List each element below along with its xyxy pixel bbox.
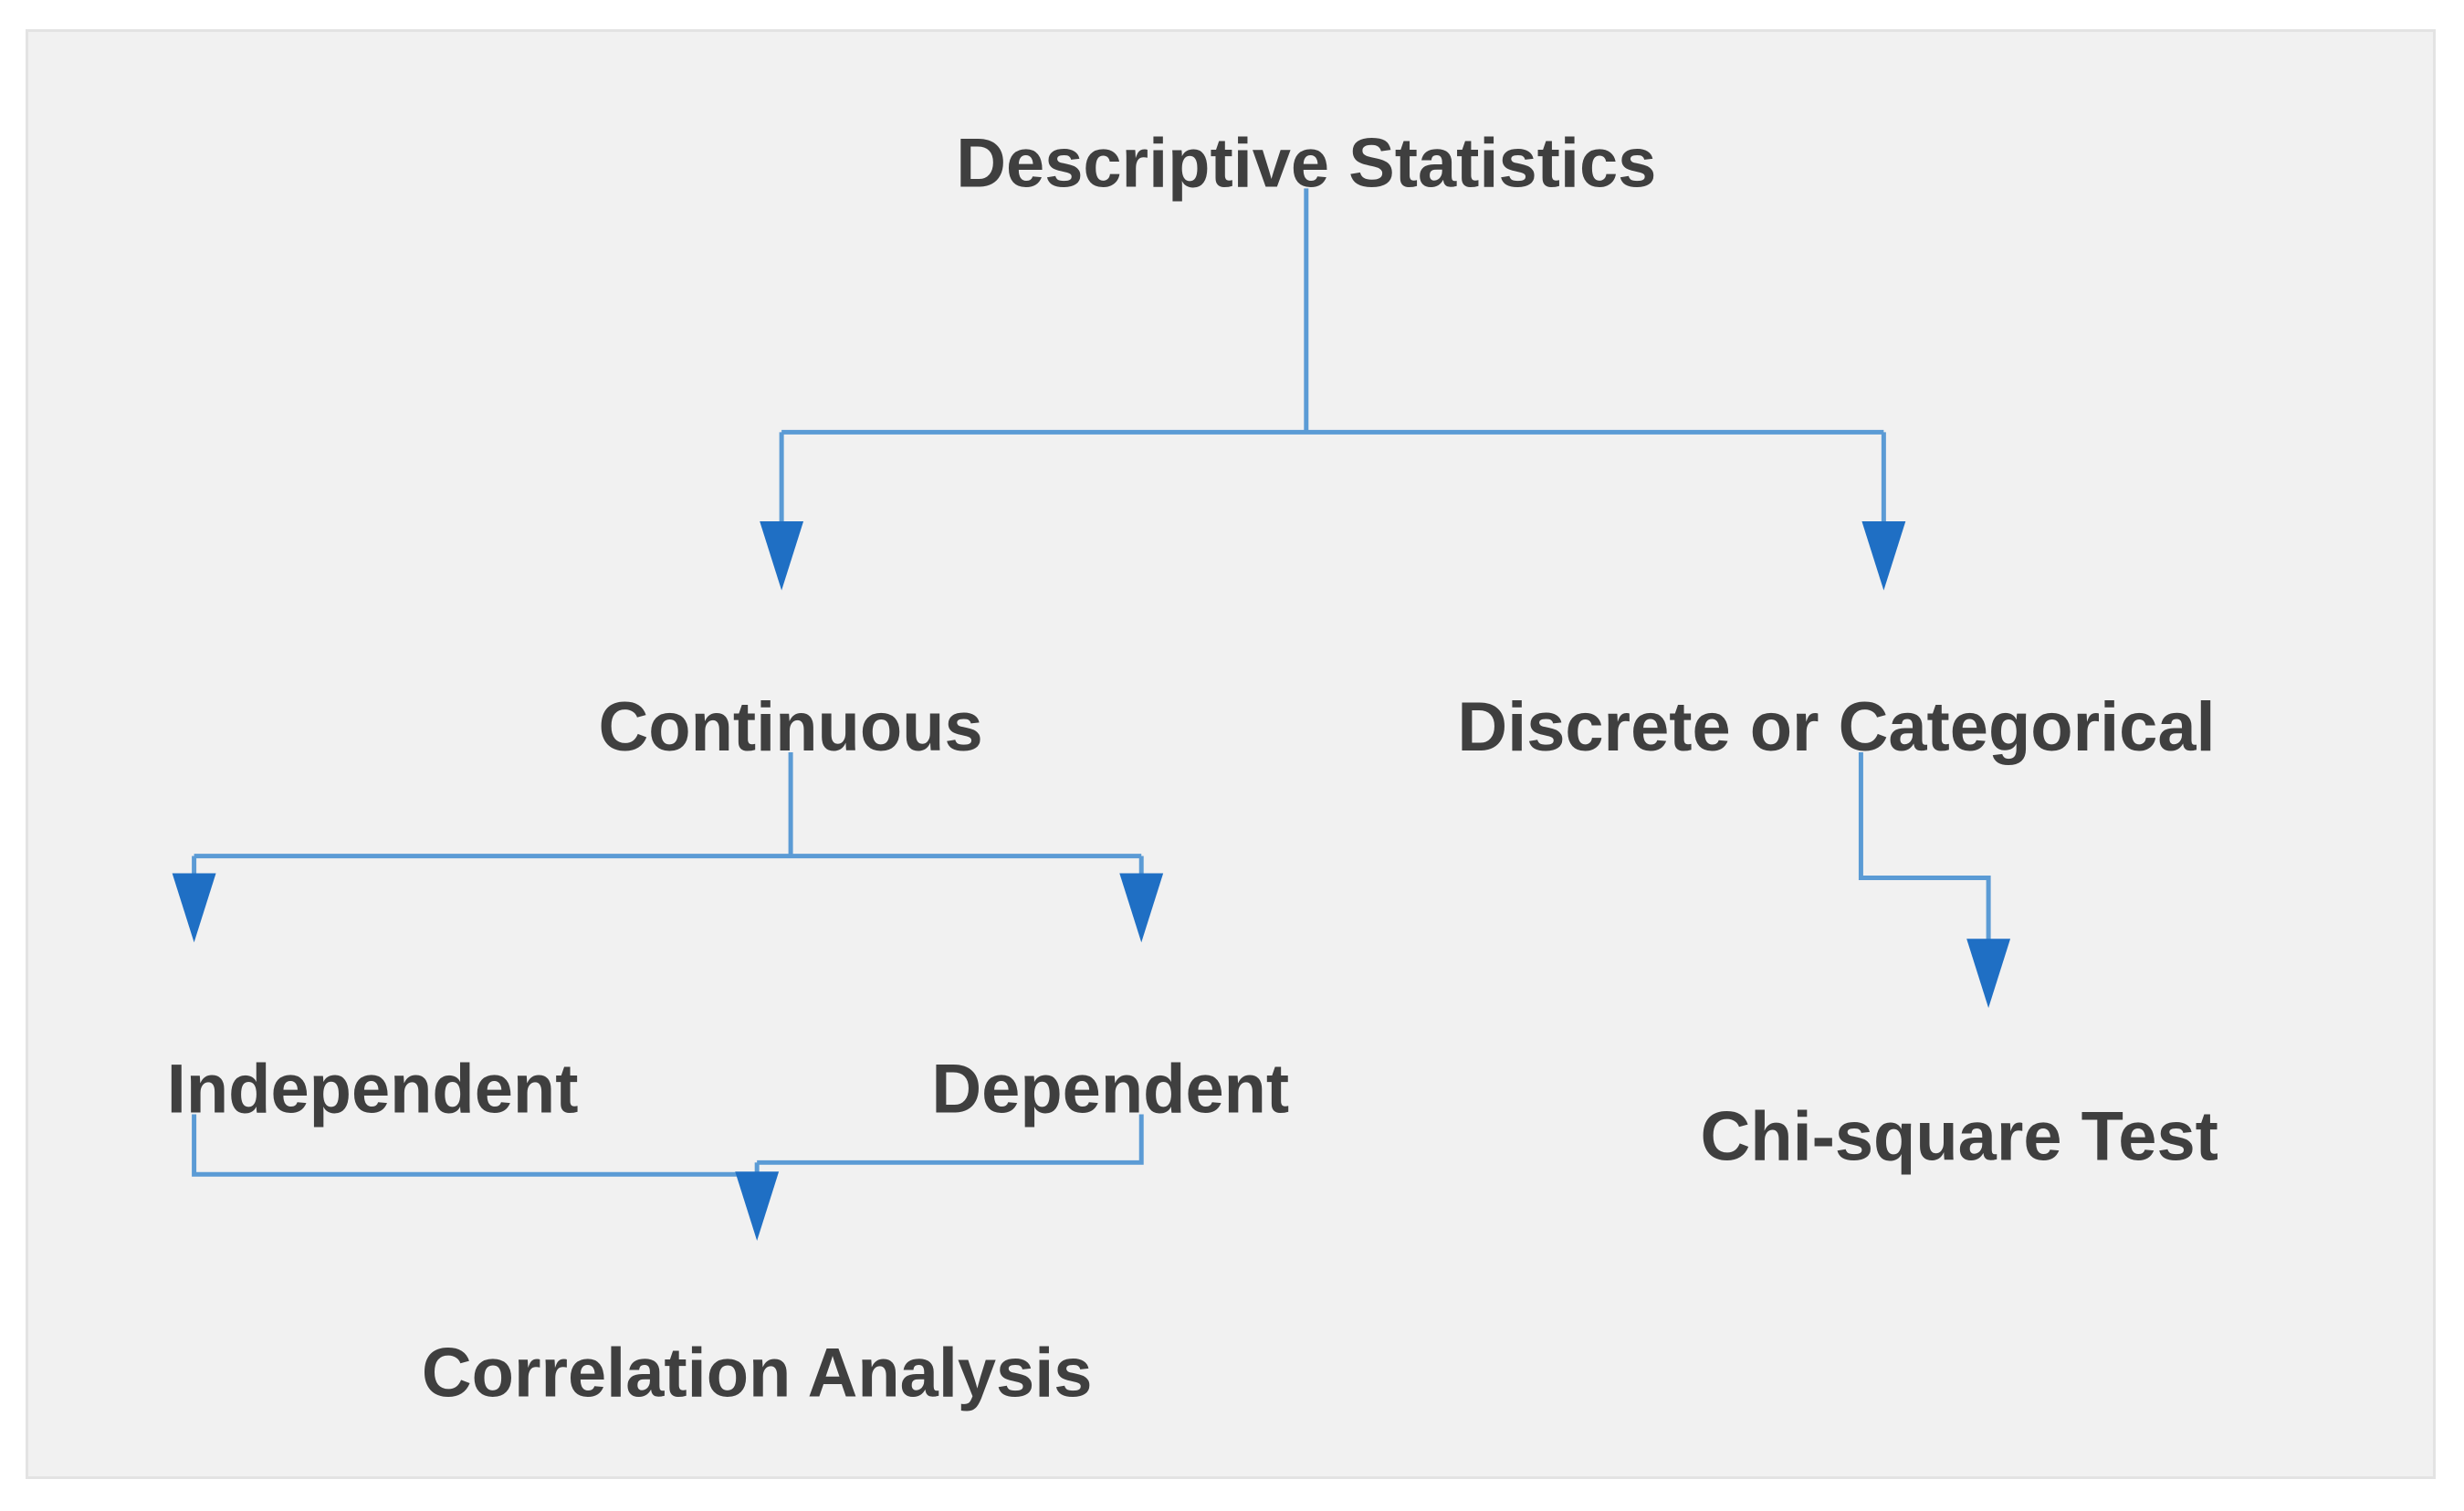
edge-continuous-to-dependent-arrowhead [1119, 873, 1164, 943]
edge-merge-to-correlation [192, 1114, 1144, 1241]
node-chi-square-test: Chi-square Test [1700, 1097, 2218, 1175]
edge-discrete-to-chisquare-arrowhead [1966, 939, 2011, 1008]
edge-merge-to-correlation-arrowhead [735, 1171, 780, 1241]
edge-discrete-to-chisquare [1858, 752, 2011, 1008]
node-continuous: Continuous [599, 688, 983, 766]
edge-root-to-discrete-arrowhead [1861, 520, 1906, 591]
edge-root-split [760, 188, 1906, 591]
flowchart-canvas: Descriptive Statistics Continuous Discre… [167, 124, 2218, 1411]
node-correlation-analysis: Correlation Analysis [422, 1334, 1093, 1411]
edge-discrete-to-chisquare-path [1858, 752, 1991, 944]
node-dependent: Dependent [931, 1051, 1289, 1128]
edge-root-to-continuous-arrowhead [760, 520, 804, 591]
node-independent: Independent [167, 1051, 579, 1128]
edge-dependent-merge-arm [757, 1114, 1144, 1165]
figure-frame: Descriptive Statistics Continuous Discre… [26, 29, 2436, 1479]
edge-continuous-split [172, 752, 1164, 943]
node-descriptive-statistics: Descriptive Statistics [956, 124, 1656, 202]
node-discrete-or-categorical: Discrete or Categorical [1457, 688, 2215, 766]
edge-continuous-to-independent-arrowhead [172, 873, 216, 943]
edge-independent-merge-arm [192, 1114, 758, 1177]
